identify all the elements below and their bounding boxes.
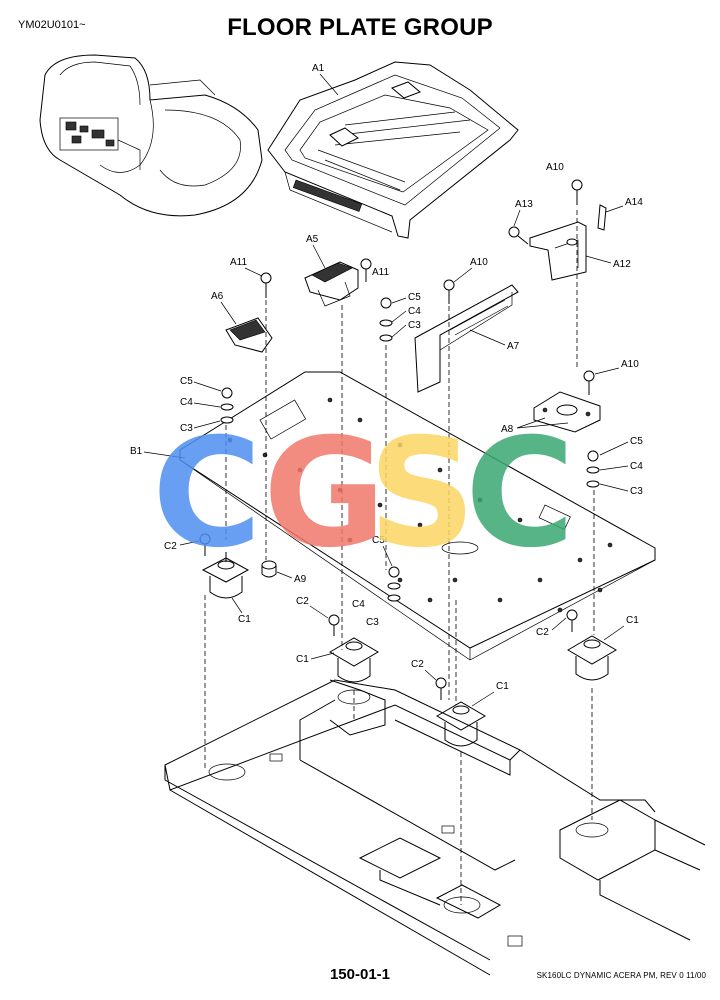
callout-c5-left: C5	[180, 376, 193, 387]
callout-a10-lower: A10	[621, 359, 639, 370]
callout-a8: A8	[501, 424, 514, 435]
callout-c2-center: C2	[411, 659, 424, 670]
callout-c5-center: C5	[372, 535, 385, 546]
bracket-a7	[414, 284, 519, 393]
washer-stack-upper	[379, 297, 393, 342]
bolt-c2-center	[435, 677, 447, 700]
page-title: FLOOR PLATE GROUP	[227, 14, 493, 41]
spacer-a9	[261, 560, 277, 578]
watermark-letter-c2: C	[465, 407, 575, 581]
callout-a6: A6	[211, 291, 224, 302]
callout-a11-right: A11	[372, 267, 389, 278]
callout-a5: A5	[306, 234, 319, 245]
screw-a13	[508, 226, 529, 245]
callout-a9: A9	[294, 574, 307, 585]
mount-c1-center	[436, 701, 486, 747]
callout-c5-upper: C5	[408, 292, 421, 303]
mount-c1-right	[567, 635, 617, 681]
seat-illustration	[39, 54, 263, 217]
callout-a11-left: A11	[230, 257, 247, 268]
callout-b1: B1	[130, 446, 143, 457]
pedal-bracket-a5	[304, 261, 359, 307]
washer-stack-right	[586, 450, 600, 488]
callout-a10-middle: A10	[470, 257, 488, 268]
floor-mat-a1	[267, 61, 519, 239]
callout-c2-center-left: C2	[296, 596, 309, 607]
washer-stack-center	[387, 566, 401, 602]
watermark-letter-g: G	[263, 407, 386, 581]
callout-c4-left: C4	[180, 397, 193, 408]
footer-note: SK160LC DYNAMIC ACERA PM, REV 0 11/00	[536, 971, 706, 980]
plate-a8	[533, 391, 601, 433]
callout-a7: A7	[507, 341, 520, 352]
callout-c4-center: C4	[352, 599, 365, 610]
callout-c3-left: C3	[180, 423, 193, 434]
watermark: C G S C	[152, 407, 575, 581]
bolt-a11-left	[260, 272, 272, 298]
pedal-a6	[225, 317, 273, 353]
bolt-a10-lower	[583, 370, 595, 395]
callout-c1-left: C1	[238, 614, 251, 625]
callout-c3-right: C3	[630, 486, 643, 497]
callout-c1-right: C1	[626, 615, 639, 626]
callout-c3-upper: C3	[408, 320, 421, 331]
watermark-letter-s: S	[368, 407, 476, 581]
callout-a1: A1	[312, 63, 325, 74]
callout-a14: A14	[625, 197, 643, 208]
bolt-a10-top	[571, 179, 583, 205]
callout-c4-upper: C4	[408, 306, 421, 317]
bolt-a11-right	[360, 258, 372, 282]
bolt-c2-right	[566, 609, 578, 632]
serial-number: YM02U0101~	[18, 19, 86, 31]
page-number: 150-01-1	[329, 966, 391, 983]
watermark-letter-c1: C	[152, 407, 262, 581]
callout-c1-center: C1	[496, 681, 509, 692]
washer-stack-left	[220, 387, 234, 424]
bolt-c2-left	[199, 533, 211, 556]
bolt-a10-middle	[443, 279, 455, 304]
callout-c5-right: C5	[630, 436, 643, 447]
bolt-c2-center-left	[328, 614, 340, 636]
callout-a10-top: A10	[546, 162, 564, 173]
mount-c1-left	[201, 552, 250, 599]
mount-c1-center-left	[329, 637, 379, 683]
callout-a12: A12	[613, 259, 631, 270]
clip-a14	[597, 204, 607, 231]
cab-frame	[164, 679, 706, 976]
callout-c4-right: C4	[630, 461, 643, 472]
floor-plate-b1	[179, 371, 656, 661]
callout-c2-left: C2	[164, 541, 177, 552]
callout-c1-center-left: C1	[296, 654, 309, 665]
bracket-a12	[529, 221, 587, 281]
callout-a13: A13	[515, 199, 533, 210]
callout-c2-right: C2	[536, 627, 549, 638]
callout-c3-center: C3	[366, 617, 379, 628]
